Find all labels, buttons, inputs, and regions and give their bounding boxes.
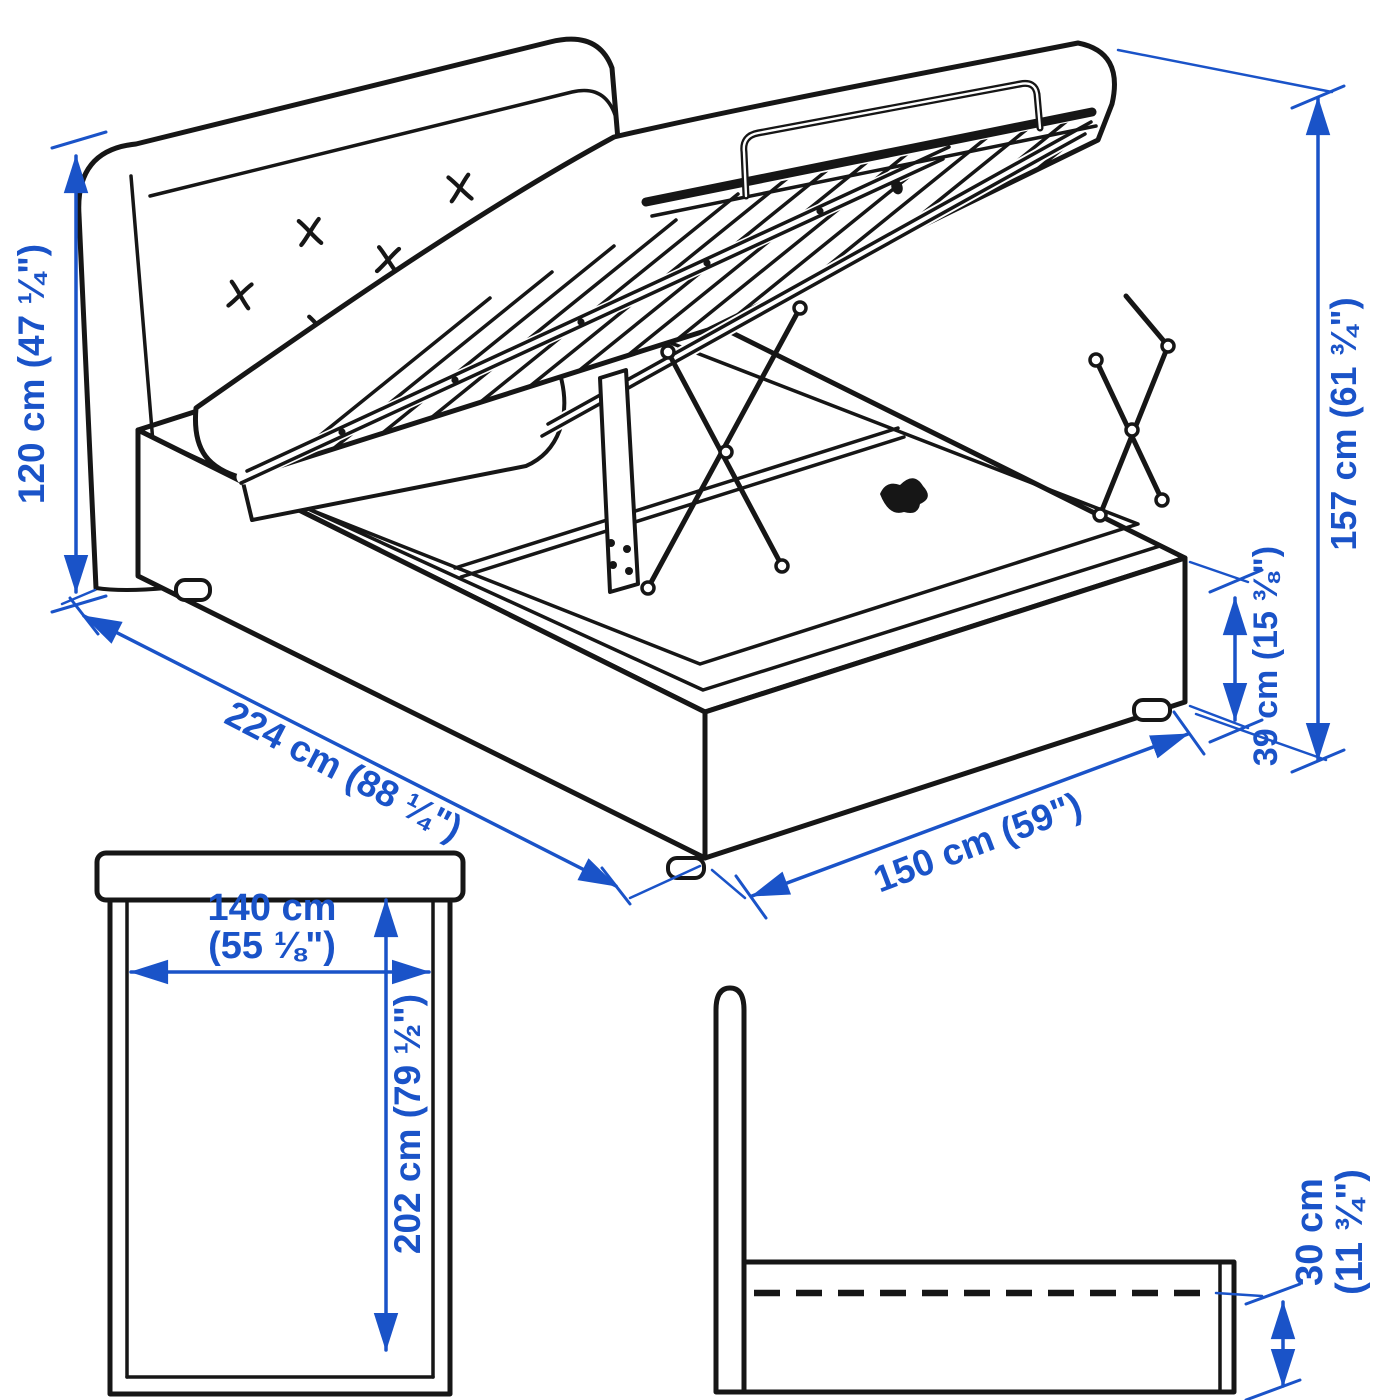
label-mattress-width-2: (55 ⅛") xyxy=(208,925,336,967)
bed-feet xyxy=(174,578,1172,880)
label-base-height: 39 cm (15 ⅜") xyxy=(1247,546,1285,766)
lid-handle xyxy=(740,80,1044,200)
top-view-labels: 140 cm (55 ⅛") 202 cm (79 ½") xyxy=(208,887,428,1254)
side-view xyxy=(713,985,1237,1395)
lid-rails xyxy=(236,120,1096,485)
label-headboard-height: 120 cm (47 ¼") xyxy=(11,244,52,504)
label-mattress-length: 202 cm (79 ½") xyxy=(387,994,428,1254)
side-view-headboard xyxy=(713,985,747,1395)
lid-dot xyxy=(891,179,903,195)
label-open-height: 157 cm (61 ¾") xyxy=(1323,297,1364,550)
strap-loop xyxy=(880,478,928,513)
lift-mechanism-right xyxy=(1088,293,1176,523)
dim-width xyxy=(710,710,1206,920)
side-view-dimensions xyxy=(1214,1282,1302,1400)
label-mattress-width-1: 140 cm xyxy=(208,887,337,929)
label-frame-height-2: (11 ¾") xyxy=(1329,1169,1371,1295)
lift-mechanism-left xyxy=(598,300,808,596)
lift-lid-and-mattress xyxy=(192,40,1117,522)
top-view-headboard-bar xyxy=(94,850,466,903)
dim-open-height xyxy=(1116,48,1346,774)
box-divider xyxy=(453,426,906,579)
side-view-labels: 30 cm (11 ¾") xyxy=(1289,1169,1371,1295)
label-frame-height-1: 30 cm xyxy=(1289,1178,1331,1286)
dim-length xyxy=(68,596,702,906)
isometric-bed-view xyxy=(76,36,1188,880)
dim-base-height xyxy=(1188,560,1264,744)
dim-headboard-height xyxy=(50,130,108,614)
iso-dimensions xyxy=(50,48,1346,920)
top-view-dimensions xyxy=(129,898,431,1352)
